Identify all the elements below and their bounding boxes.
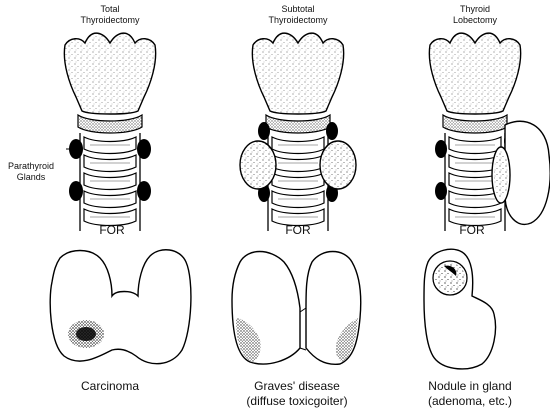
condition-caption-2: Graves' disease (diffuse toxicgoiter) xyxy=(232,379,362,409)
parathyroid-glands-label: Parathyroid Glands xyxy=(2,161,60,183)
thyroid-gland-graves xyxy=(231,250,362,365)
condition-caption-line: Carcinoma xyxy=(80,379,140,393)
procedure-title-2: Subtotal Thyroidectomy xyxy=(268,4,328,26)
procedure-title-line: Subtotal xyxy=(281,4,315,14)
condition-caption-3: Nodule in gland (adenoma, etc.) xyxy=(410,379,530,409)
neck-illustration-2 xyxy=(239,32,357,232)
parathyroid-gland xyxy=(69,139,83,159)
for-label-3: FOR xyxy=(459,223,485,237)
condition-caption-line: Graves' disease xyxy=(254,379,340,393)
procedure-title-line: Thyroidectomy xyxy=(80,15,140,25)
for-label-1: FOR xyxy=(99,223,125,237)
neck-illustration-3 xyxy=(428,32,550,232)
procedure-title-1: Total Thyroidectomy xyxy=(80,4,140,26)
procedure-title-3: Thyroid Lobectomy xyxy=(440,4,510,26)
condition-caption-line: (adenoma, etc.) xyxy=(427,394,513,408)
nodule xyxy=(432,260,468,296)
thyroid-gland-carcinoma xyxy=(49,249,192,365)
procedure-title-line: Lobectomy xyxy=(452,15,498,25)
tumor-mass xyxy=(68,320,104,348)
procedure-title-line: Thyroidectomy xyxy=(268,15,328,25)
parathyroid-gland xyxy=(69,181,83,201)
side-label-line: Parathyroid xyxy=(7,161,55,171)
condition-caption-line: (diffuse toxicgoiter) xyxy=(246,394,348,408)
side-label-line: Glands xyxy=(16,172,46,182)
condition-caption-line: Nodule in gland xyxy=(428,379,512,393)
neck-illustration-1 xyxy=(63,32,157,232)
procedure-title-line: Total xyxy=(100,4,120,14)
parathyroid-gland xyxy=(137,139,151,159)
thyroid-lobe-remaining xyxy=(504,120,550,226)
procedure-title-line: Thyroid xyxy=(459,4,490,14)
parathyroid-gland xyxy=(137,181,151,201)
condition-caption-1: Carcinoma xyxy=(50,379,170,394)
thyroid-gland-nodule xyxy=(423,248,497,370)
for-label-2: FOR xyxy=(285,223,311,237)
